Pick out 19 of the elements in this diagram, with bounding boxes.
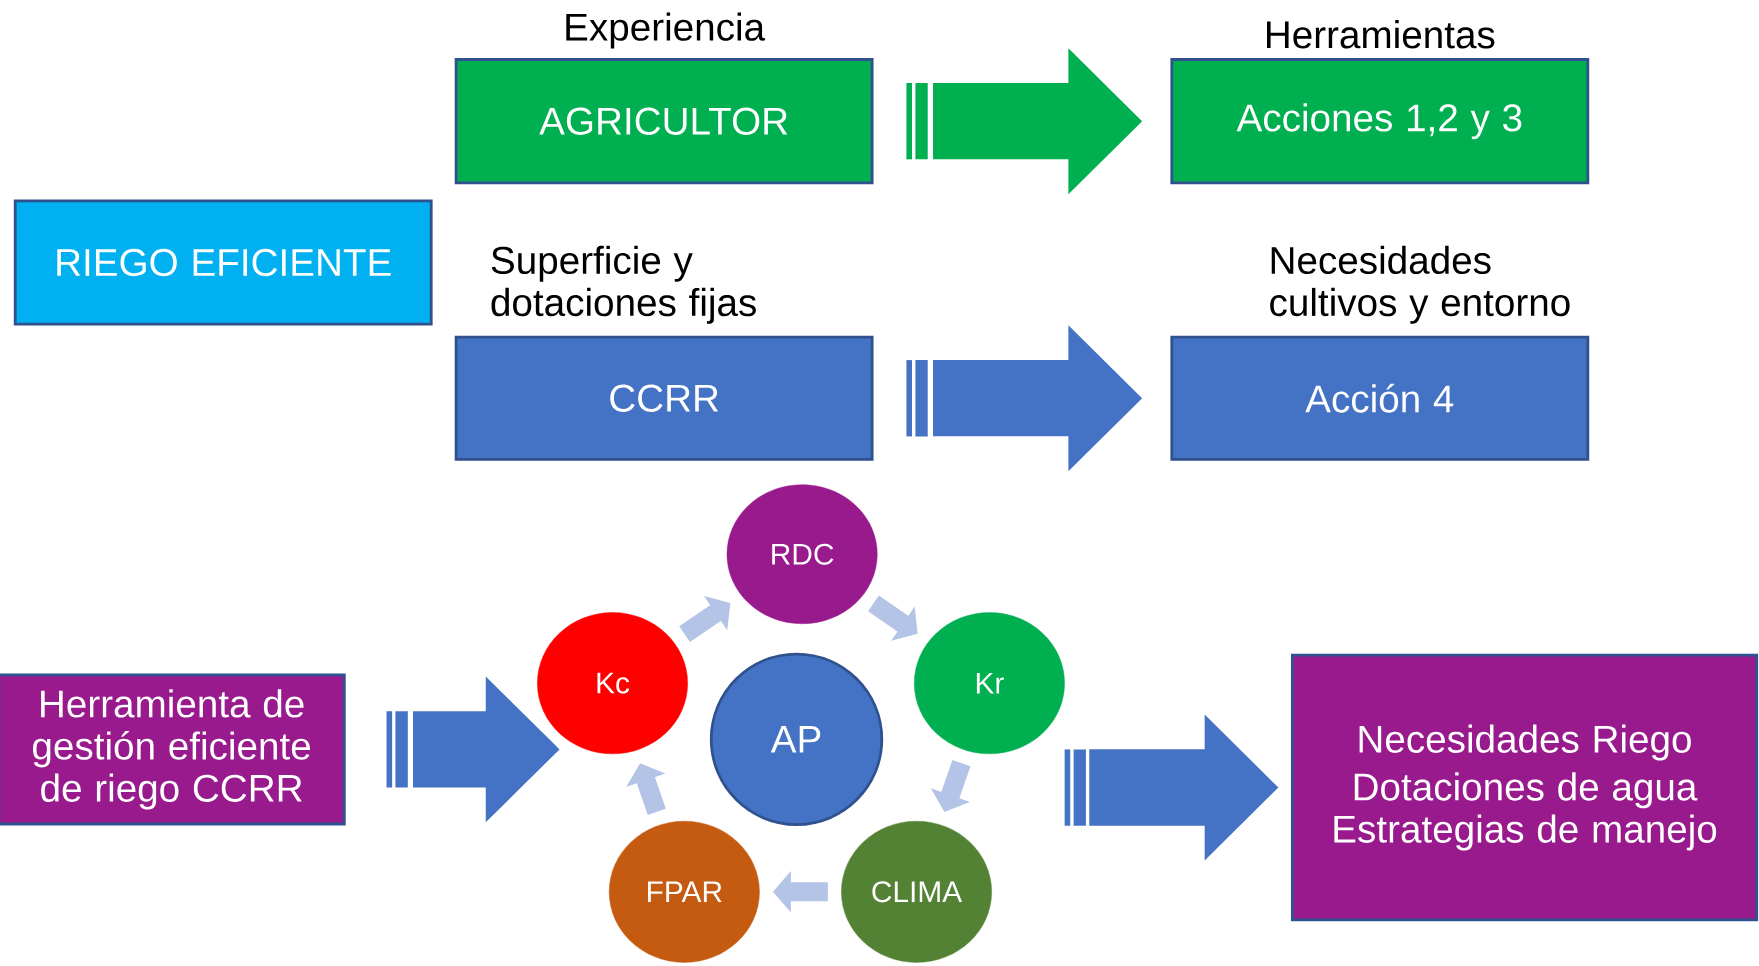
circle-node: AP <box>709 652 884 826</box>
process-box: CCRR <box>454 335 874 461</box>
circle-node: CLIMA <box>841 821 992 963</box>
circle-node: FPAR <box>608 821 760 963</box>
box-heading: Superficie y dotaciones fijas <box>491 245 756 324</box>
cycle-arrow <box>626 763 666 815</box>
box-heading: Herramientas <box>1267 20 1495 49</box>
process-box: RIEGO EFICIENTE <box>13 199 433 326</box>
process-box: AGRICULTOR <box>454 58 874 185</box>
process-box: Acciones 1,2 y 3 <box>1170 58 1590 185</box>
box-heading: Necesidades cultivos y entorno <box>1270 245 1570 324</box>
circle-node: Kc <box>537 612 688 755</box>
process-box: Acción 4 <box>1170 335 1590 461</box>
circle-node: Kr <box>914 612 1065 755</box>
cycle-arrow <box>679 596 731 643</box>
box-heading: Experiencia <box>566 12 766 49</box>
process-box: Necesidades Riego Dotaciones de agua Estrategias de manejo <box>1290 653 1759 922</box>
circle-node: RDC <box>726 484 878 625</box>
process-box: Herramienta de gestión eficiente de riego CCRR <box>0 673 346 826</box>
